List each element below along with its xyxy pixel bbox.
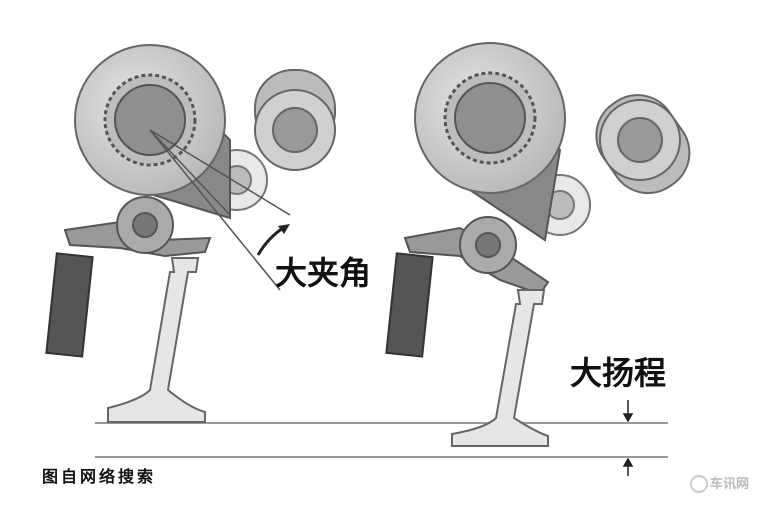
lift-arrows [622, 400, 634, 476]
large-angle-label: 大夹角 [275, 254, 372, 292]
valve-left [107, 257, 206, 423]
left-mechanism [45, 44, 336, 423]
source-note: 图自网络搜索 [42, 467, 157, 486]
cylinder-left [254, 69, 336, 171]
valve-right [451, 289, 549, 447]
right-mechanism [385, 42, 691, 447]
watermark-text: 车讯网 [710, 477, 750, 492]
watermark-logo: 车讯网 [690, 473, 754, 495]
adjuster-right [385, 252, 434, 358]
adjuster-left [45, 252, 94, 358]
large-lift-label: 大扬程 [570, 354, 667, 392]
logo-face-icon [690, 475, 708, 493]
